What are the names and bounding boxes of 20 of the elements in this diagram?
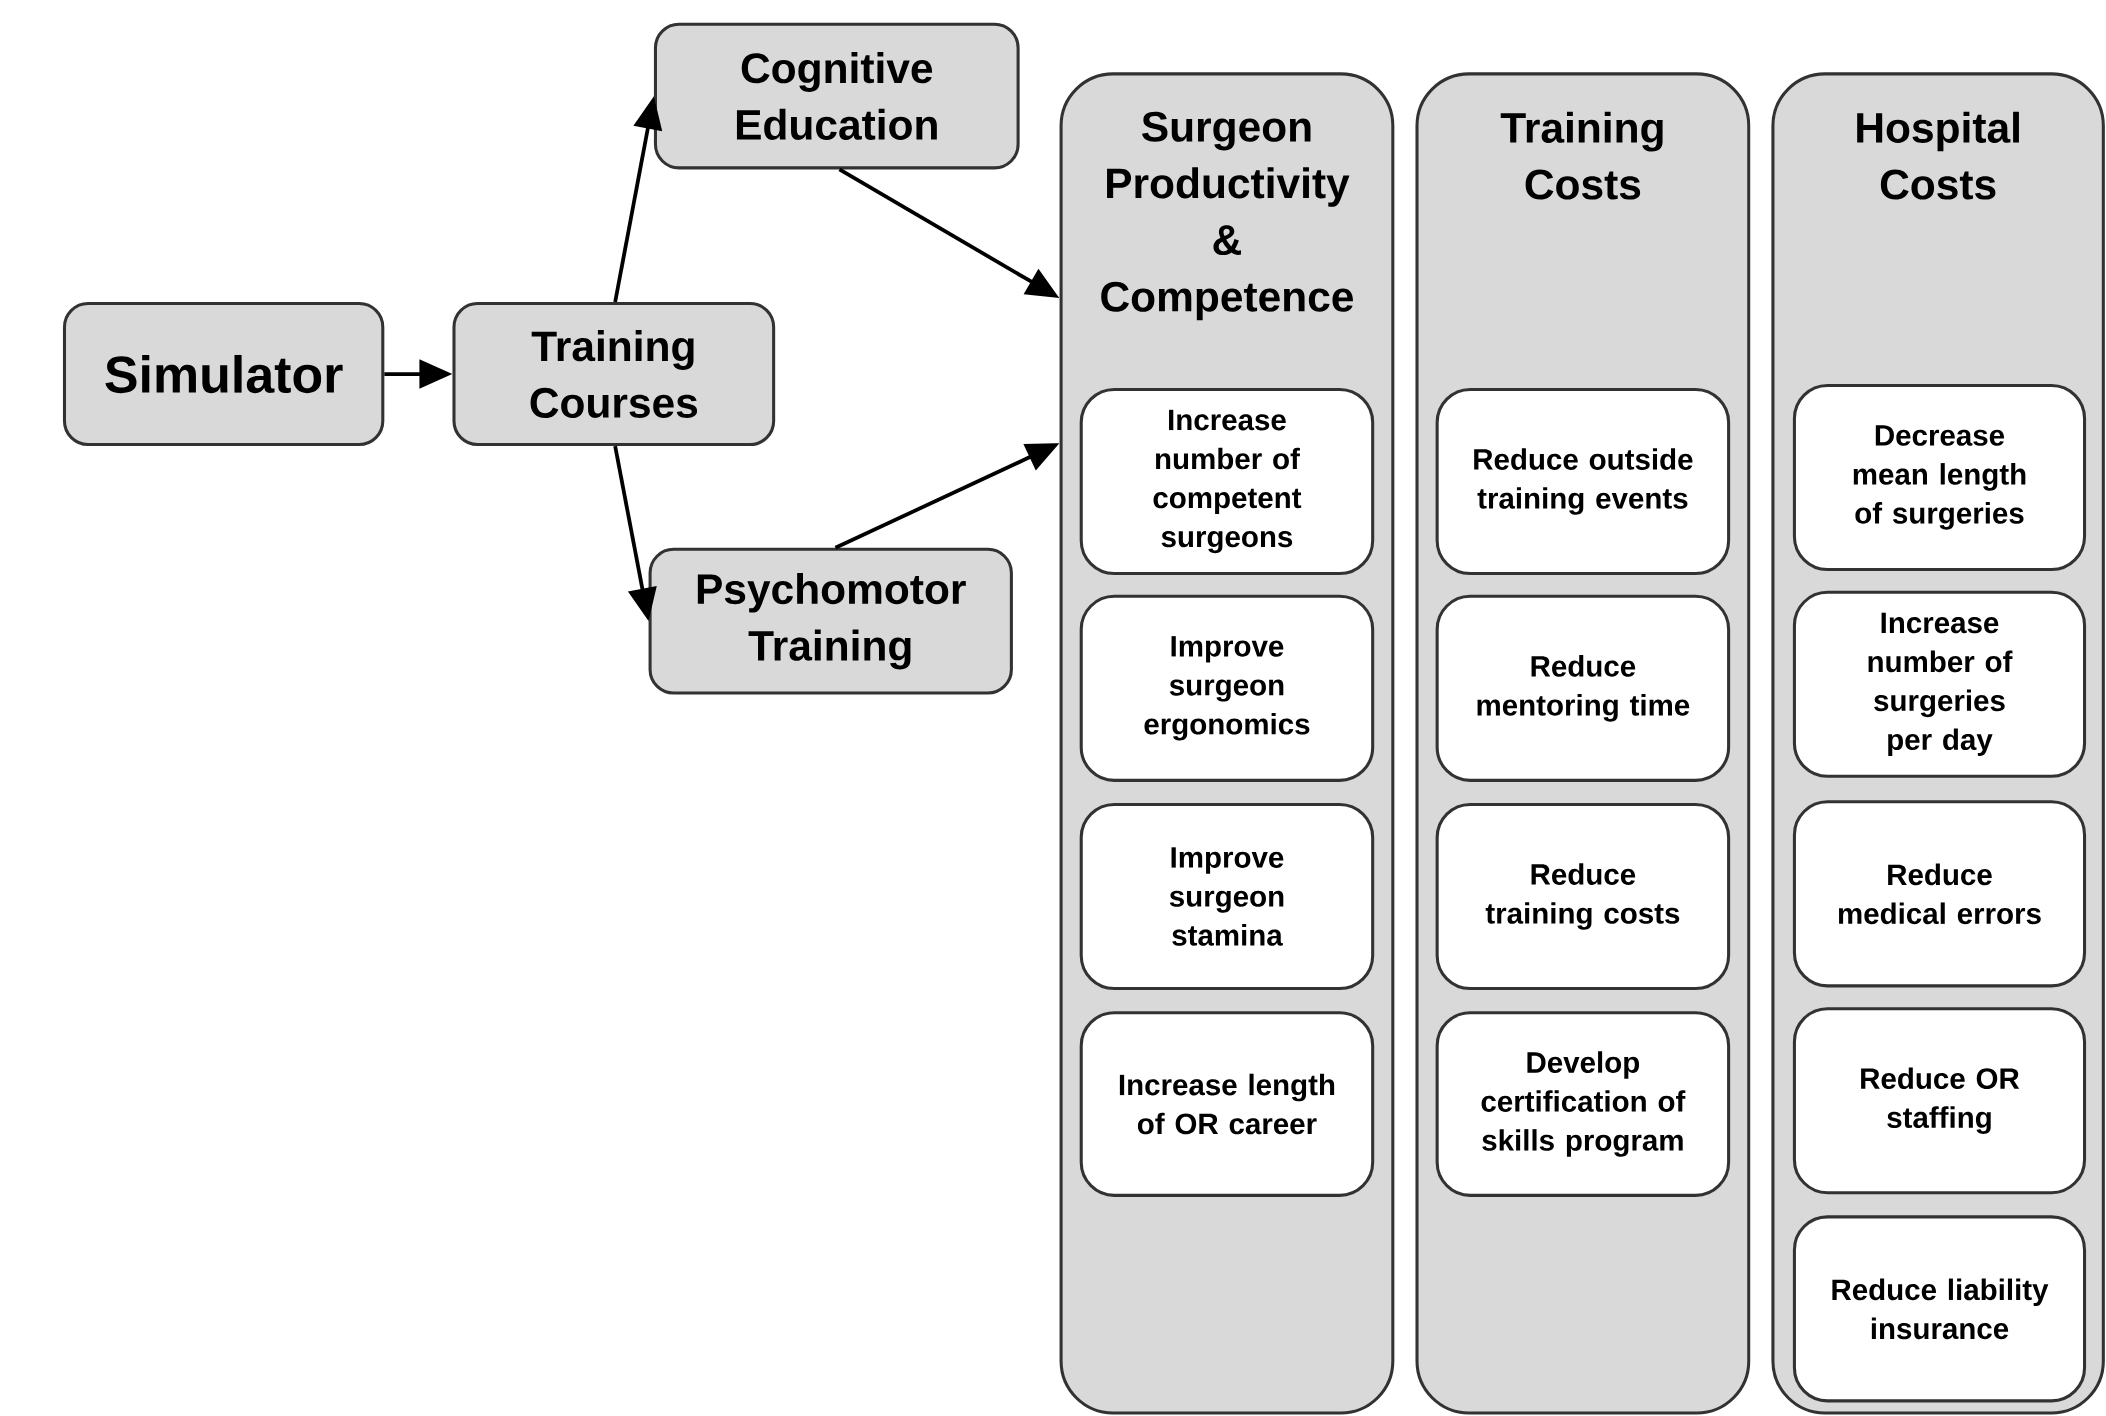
item-box: Reduce mentoring time xyxy=(1435,595,1731,783)
item-box: Develop certification of skills program xyxy=(1435,1011,1731,1198)
item-box: Increase number of surgeries per day xyxy=(1792,590,2087,779)
process-box: Training Courses xyxy=(452,302,776,447)
item-box: Reduce OR staffing xyxy=(1792,1007,2087,1195)
process-box: Psychomotor Training xyxy=(648,548,1013,695)
item-box: Reduce training costs xyxy=(1435,803,1731,991)
column-heading: Surgeon Productivity & Competence xyxy=(1101,111,1353,321)
column-heading: Hospital Costs xyxy=(1857,111,2019,200)
item-box: Improve surgeon ergonomics xyxy=(1079,595,1375,783)
process-box: Simulator xyxy=(62,302,385,447)
item-box: Reduce medical errors xyxy=(1792,800,2087,988)
item-box: Reduce outside training events xyxy=(1435,388,1731,576)
process-box: Cognitive Education xyxy=(653,22,1020,170)
column-heading: Training Costs xyxy=(1500,111,1663,200)
item-box: Reduce liability insurance xyxy=(1792,1215,2087,1403)
item-box: Improve surgeon stamina xyxy=(1079,803,1375,991)
item-box: Decrease mean length of surgeries xyxy=(1792,384,2087,572)
item-box: Increase length of OR career xyxy=(1079,1011,1375,1198)
item-box: Increase number of competent surgeons xyxy=(1079,388,1375,576)
